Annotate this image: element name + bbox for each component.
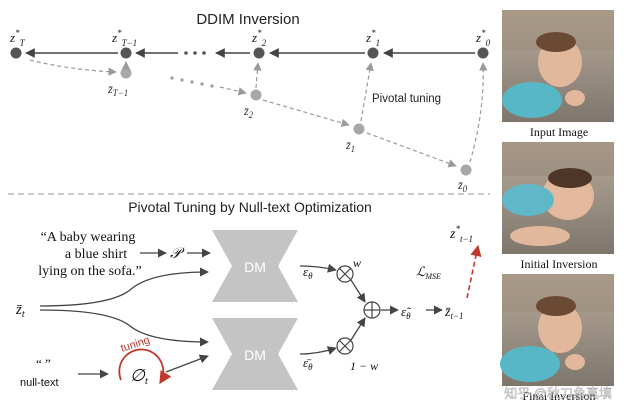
node-z-bar-T-1 xyxy=(120,67,132,79)
z-bar-t: z̄t xyxy=(15,302,25,320)
ellipsis-bottom xyxy=(170,76,214,88)
prompt-line-3: lying on the sofa.” xyxy=(38,264,141,279)
pivotal-tuning-label: Pivotal tuning xyxy=(372,93,441,105)
loss-mse: ℒMSE xyxy=(416,264,441,281)
dashed-1-to-0 xyxy=(366,132,457,168)
arrow-mult1-to-sum xyxy=(350,279,366,303)
z-star-T-1-label: z*T−1 xyxy=(111,28,137,48)
arrow-eps-to-mult1 xyxy=(299,263,337,273)
arrow-eps-to-mult2 xyxy=(299,346,337,355)
photo-final-inversion xyxy=(500,274,614,386)
null-quotes: “ ” xyxy=(36,356,51,371)
z-bar-1-label: z̄1 xyxy=(345,138,355,154)
empty-set-t: ∅t xyxy=(130,366,149,387)
dashed-up-1 xyxy=(360,62,374,122)
z-star-1-label: z*1 xyxy=(365,28,380,48)
prompt-line-2: a blue shirt xyxy=(65,247,127,262)
caption-input: Input Image xyxy=(530,125,588,139)
z-bar-t-minus-1: z̄t−1 xyxy=(444,305,464,321)
calligraphic-P: 𝒫 xyxy=(170,246,185,262)
z-bar-0-label: z̄0 xyxy=(457,178,468,194)
z-star-t-minus-1: z*t−1 xyxy=(449,224,473,244)
dashed-T-to-T-1 xyxy=(29,59,117,76)
node-z-bar-0 xyxy=(460,164,472,176)
prompt-line-1: “A baby wearing xyxy=(41,230,136,245)
ddim-title: DDIM Inversion xyxy=(196,11,299,28)
watermark: 知乎 @秋刀鱼真填 xyxy=(504,386,612,401)
tuning-cycle xyxy=(118,348,172,385)
dm-label-1: DM xyxy=(244,259,266,275)
node-z-bar-2 xyxy=(250,89,262,101)
loss-arrow xyxy=(466,244,482,299)
node-z-star-T-1 xyxy=(120,47,132,59)
photo-input xyxy=(502,10,614,122)
weight-w: w xyxy=(353,256,361,270)
dashed-up-0 xyxy=(469,62,488,163)
z-bar-T-1-label: z̄T−1 xyxy=(107,82,128,98)
ellipsis-top xyxy=(184,51,206,55)
dm-block-unconditional xyxy=(212,318,298,390)
epsilon-cond: εθ xyxy=(303,264,313,281)
z-star-0-label: z*0 xyxy=(475,28,491,48)
arrow-zt-to-DM1 xyxy=(39,267,209,307)
z-star-2-label: z*2 xyxy=(251,28,267,48)
dashed-2-to-1 xyxy=(262,99,350,127)
photo-initial-inversion xyxy=(502,142,614,254)
caption-initial: Initial Inversion xyxy=(521,257,598,271)
epsilon-uncond: ε̄θ xyxy=(303,355,313,372)
z-bar-2-label: z̄2 xyxy=(243,104,254,120)
node-z-star-2 xyxy=(253,47,265,59)
z-star-T-label: z*T xyxy=(9,28,26,48)
dm-block-conditional xyxy=(212,230,298,302)
null-text-label: null-text xyxy=(20,377,59,389)
epsilon-tilde: ε̃θ xyxy=(401,304,412,321)
node-z-star-T xyxy=(10,47,22,59)
tuning-label: tuning xyxy=(119,334,151,355)
null-text-title: Pivotal Tuning by Null-text Optimization xyxy=(128,199,372,215)
arrow-mult2-to-sum xyxy=(350,317,366,341)
weight-one-minus-w: 1 − w xyxy=(350,359,378,373)
caption-final: Final Inversion xyxy=(523,389,596,403)
dashed-dots-to-2 xyxy=(219,86,247,96)
node-z-star-1 xyxy=(367,47,379,59)
node-z-bar-1 xyxy=(353,123,365,135)
arrow-empty-to-DM2 xyxy=(165,354,209,373)
node-z-star-0 xyxy=(477,47,489,59)
arrow-zt-to-DM2 xyxy=(39,309,209,347)
dashed-up-2 xyxy=(253,62,262,89)
dm-label-2: DM xyxy=(244,347,266,363)
